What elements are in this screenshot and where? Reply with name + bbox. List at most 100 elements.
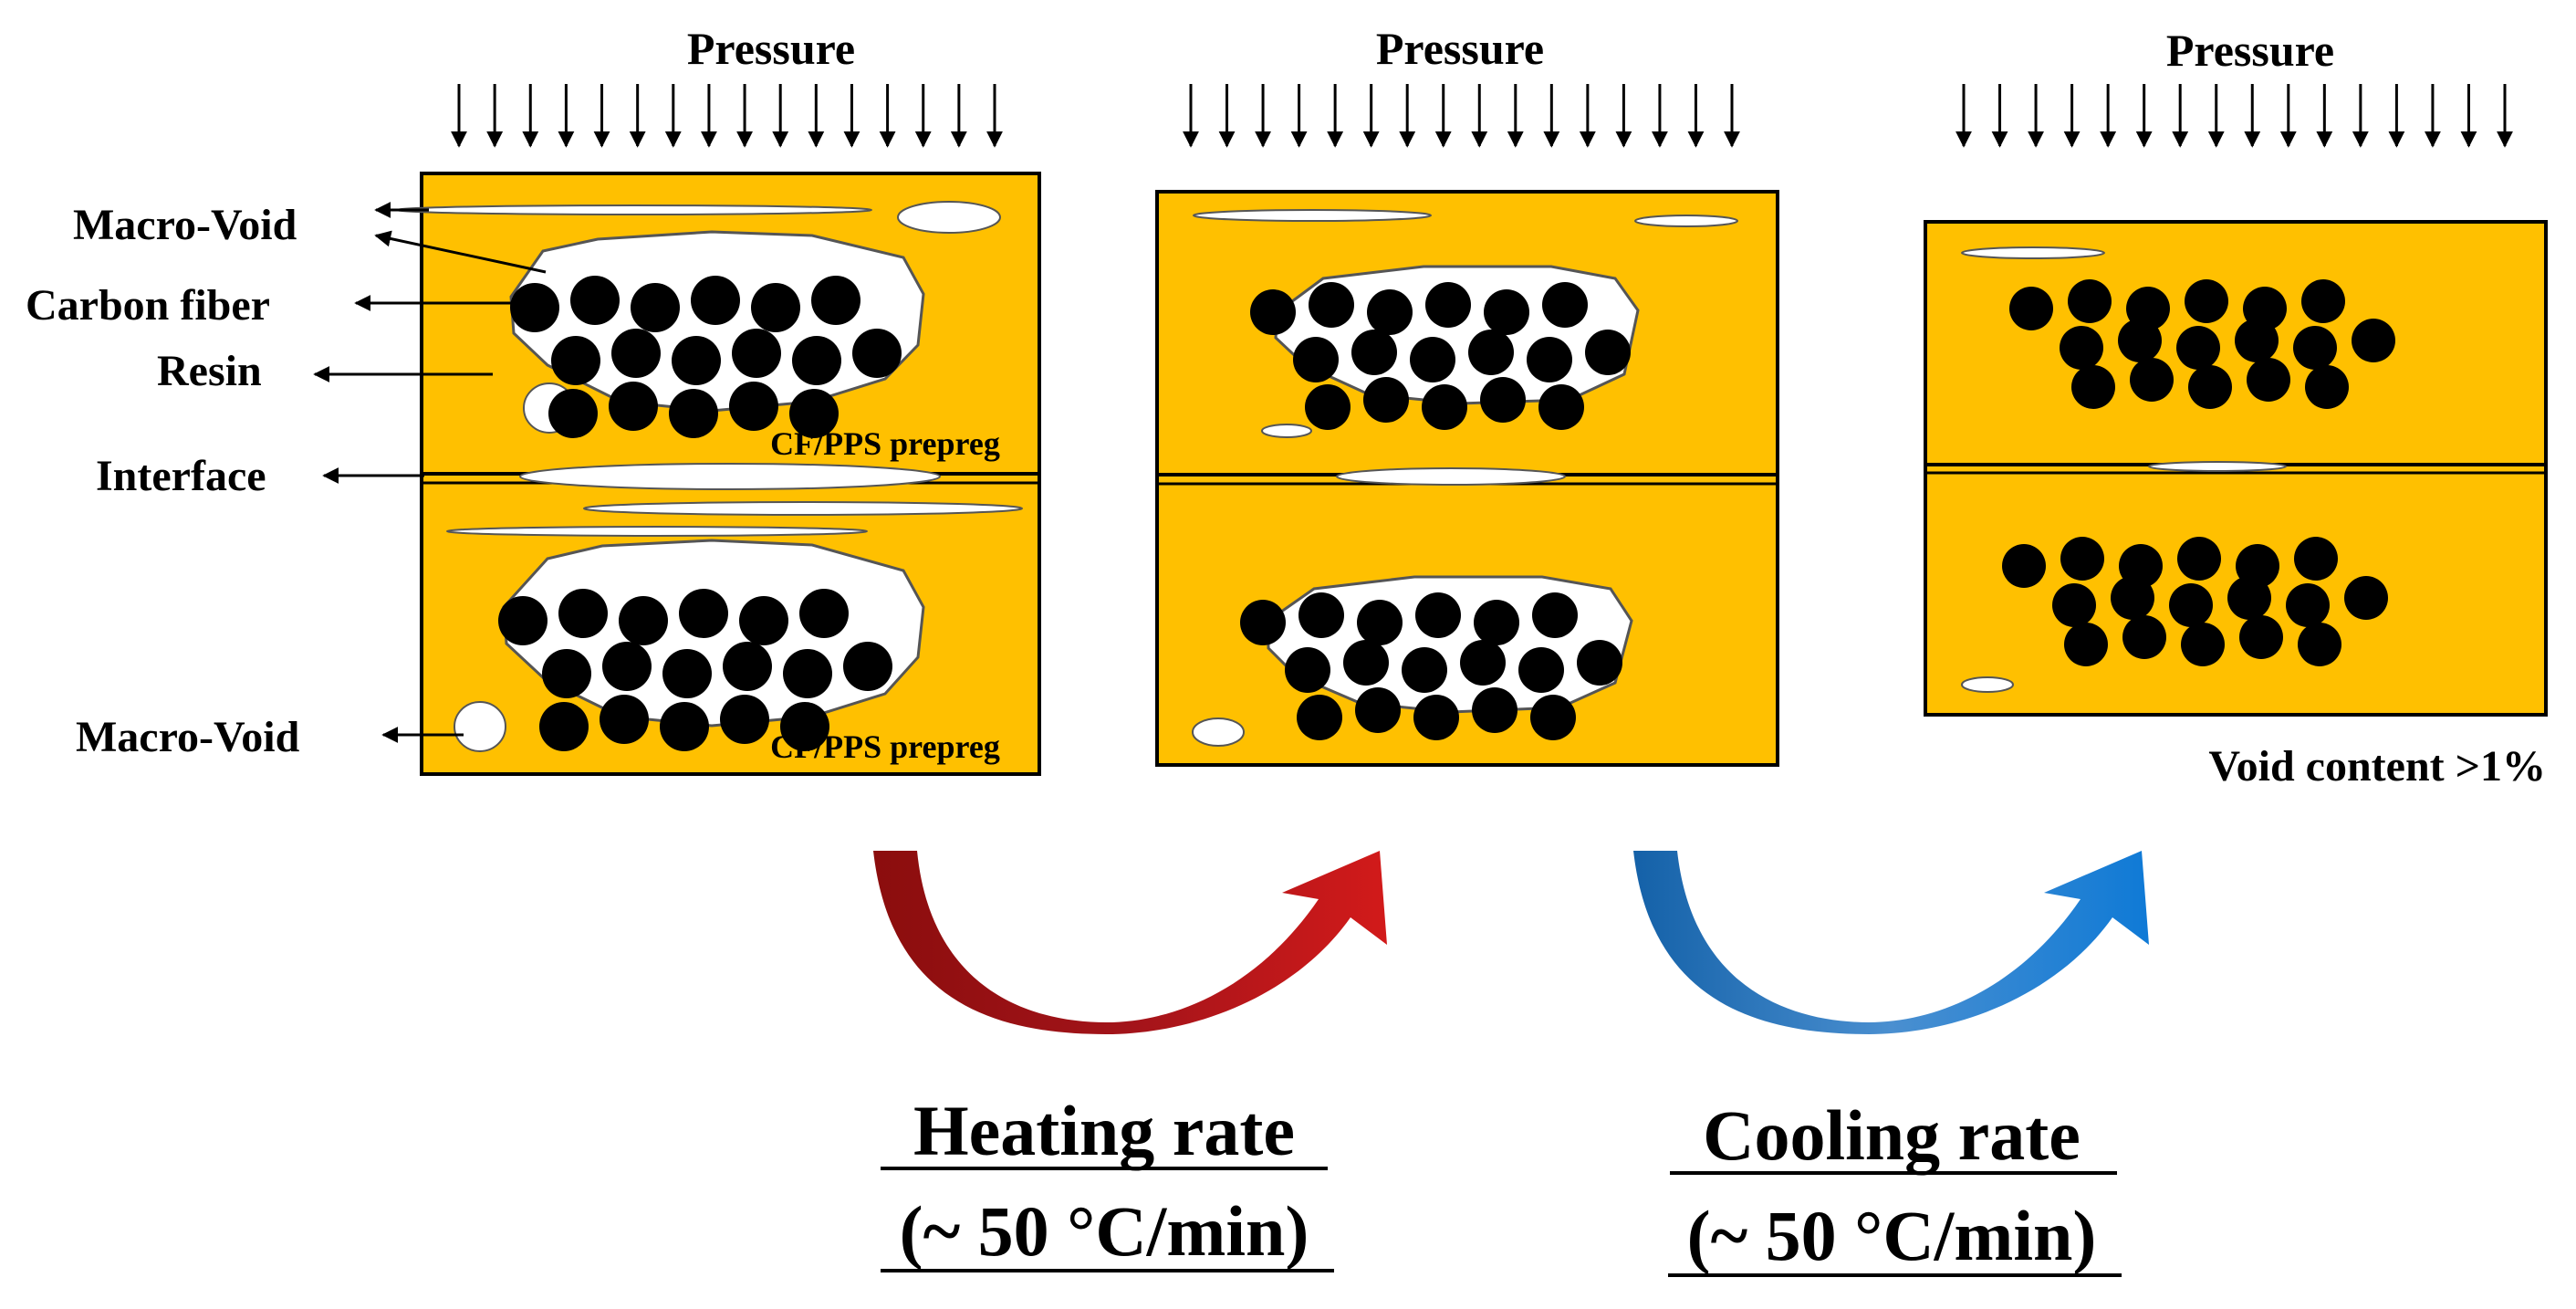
carbon-fiber	[1422, 384, 1467, 430]
macro-void	[1634, 215, 1738, 227]
panel-cooled: Pressure Void content >1%	[1924, 25, 2548, 791]
component-labels: Macro-Void Carbon fiber Resin Interface …	[26, 201, 547, 761]
carbon-fiber	[1577, 640, 1622, 686]
heating-rate-value: (~ 50 °C/min)	[900, 1191, 1309, 1271]
carbon-fiber	[1484, 289, 1529, 335]
carbon-fiber	[1468, 330, 1514, 375]
macro-void	[454, 701, 506, 752]
carbon-fiber	[2177, 537, 2221, 581]
carbon-fiber	[739, 596, 788, 645]
resin-label: Resin	[157, 347, 262, 395]
carbon-fiber	[558, 589, 608, 638]
cooling-rate-label: Cooling rate (~ 50 °C/min)	[1668, 1095, 2122, 1277]
carbon-fiber	[1343, 640, 1389, 686]
carbon-fiber	[2188, 365, 2232, 409]
carbon-fiber	[2352, 319, 2395, 362]
carbon-fiber	[2071, 365, 2115, 409]
carbon-fiber	[2344, 576, 2388, 620]
carbon-fiber	[2122, 615, 2166, 659]
carbon-fiber	[1472, 687, 1517, 733]
carbon-fiber	[1293, 337, 1339, 382]
carbon-fiber	[1480, 377, 1526, 423]
carbon-fiber	[1363, 377, 1409, 423]
prepreg-label: CF/PPS prepreg	[770, 728, 1000, 765]
carbon-fiber	[2060, 537, 2104, 581]
carbon-fiber	[2064, 623, 2108, 666]
interface-label: Interface	[96, 452, 266, 500]
carbon-fiber	[619, 596, 668, 645]
prepreg-label: CF/PPS prepreg	[770, 425, 1000, 462]
carbon-fiber	[2294, 537, 2338, 581]
pressure-arrows	[1955, 84, 2513, 148]
macro-void	[1192, 717, 1245, 747]
carbon-fiber	[570, 276, 620, 325]
leader-arrow	[374, 230, 547, 274]
carbon-fiber	[1298, 592, 1344, 638]
carbon-fiber	[789, 389, 839, 438]
carbon-fiber	[2239, 615, 2283, 659]
macro-void-label: Macro-Void	[76, 713, 300, 761]
carbon-fiber	[843, 642, 892, 691]
carbon-fiber	[751, 283, 800, 332]
macro-void	[1961, 246, 2105, 259]
carbon-fiber	[2052, 583, 2096, 627]
pressure-arrows	[1183, 84, 1740, 148]
carbon-fiber	[679, 589, 728, 638]
cooling-rate-value: (~ 50 °C/min)	[1687, 1196, 2097, 1275]
carbon-fiber	[2247, 358, 2290, 402]
carbon-fiber	[2181, 623, 2225, 666]
panel-initial: Pressure CF/PPS prepreg CF/PPS prepreg	[396, 23, 1041, 776]
carbon-fiber	[2111, 576, 2154, 620]
carbon-fiber	[1410, 337, 1455, 382]
fiber-bundle	[2002, 537, 2388, 666]
carbon-fiber	[1240, 600, 1286, 645]
pressure-arrows	[451, 84, 1003, 148]
carbon-fiber	[609, 382, 658, 431]
carbon-fiber	[2305, 365, 2349, 409]
carbon-fiber	[852, 329, 902, 378]
carbon-fiber	[672, 336, 721, 385]
macro-void	[1193, 209, 1432, 222]
carbon-fiber	[780, 702, 829, 751]
interface-void	[519, 463, 941, 490]
carbon-fiber	[539, 702, 589, 751]
carbon-fiber	[2298, 623, 2341, 666]
carbon-fiber	[2118, 319, 2162, 362]
fiber-bundle	[1240, 592, 1622, 740]
fiber-bundle	[510, 276, 902, 438]
pressure-label: Pressure	[2166, 25, 2334, 76]
interface-void	[2148, 461, 2287, 472]
carbon-fiber	[720, 695, 769, 744]
carbon-fiber	[662, 649, 712, 698]
macro-void	[1261, 424, 1312, 438]
macro-void	[897, 201, 1001, 234]
carbon-fiber	[1527, 337, 1572, 382]
carbon-fiber	[1585, 330, 1631, 375]
carbon-fiber	[1474, 600, 1519, 645]
carbon-fiber	[498, 596, 548, 645]
carbon-fiber	[631, 283, 680, 332]
carbon-fiber	[548, 389, 598, 438]
carbon-fiber	[602, 642, 652, 691]
carbon-fiber	[1351, 330, 1397, 375]
carbon-fiber	[551, 336, 600, 385]
void-content-label: Void content >1%	[2208, 742, 2546, 791]
carbon-fiber	[2068, 279, 2112, 323]
carbon-fiber	[1250, 289, 1296, 335]
carbon-fiber	[510, 283, 559, 332]
carbon-fiber	[2185, 279, 2228, 323]
carbon-fiber	[1305, 384, 1351, 430]
carbon-fiber	[611, 329, 661, 378]
heating-rate-title: Heating rate	[913, 1091, 1295, 1170]
carbon-fiber	[1367, 289, 1413, 335]
carbon-fiber	[1542, 282, 1588, 328]
carbon-fiber	[1297, 695, 1342, 740]
carbon-fiber	[691, 276, 740, 325]
interface-void	[583, 501, 1023, 516]
carbon-fiber	[2060, 326, 2103, 370]
carbon-fiber	[1285, 647, 1330, 693]
fiber-bundle	[1250, 282, 1631, 430]
carbon-fiber	[1538, 384, 1584, 430]
carbon-fiber	[799, 589, 849, 638]
carbon-fiber	[729, 382, 778, 431]
